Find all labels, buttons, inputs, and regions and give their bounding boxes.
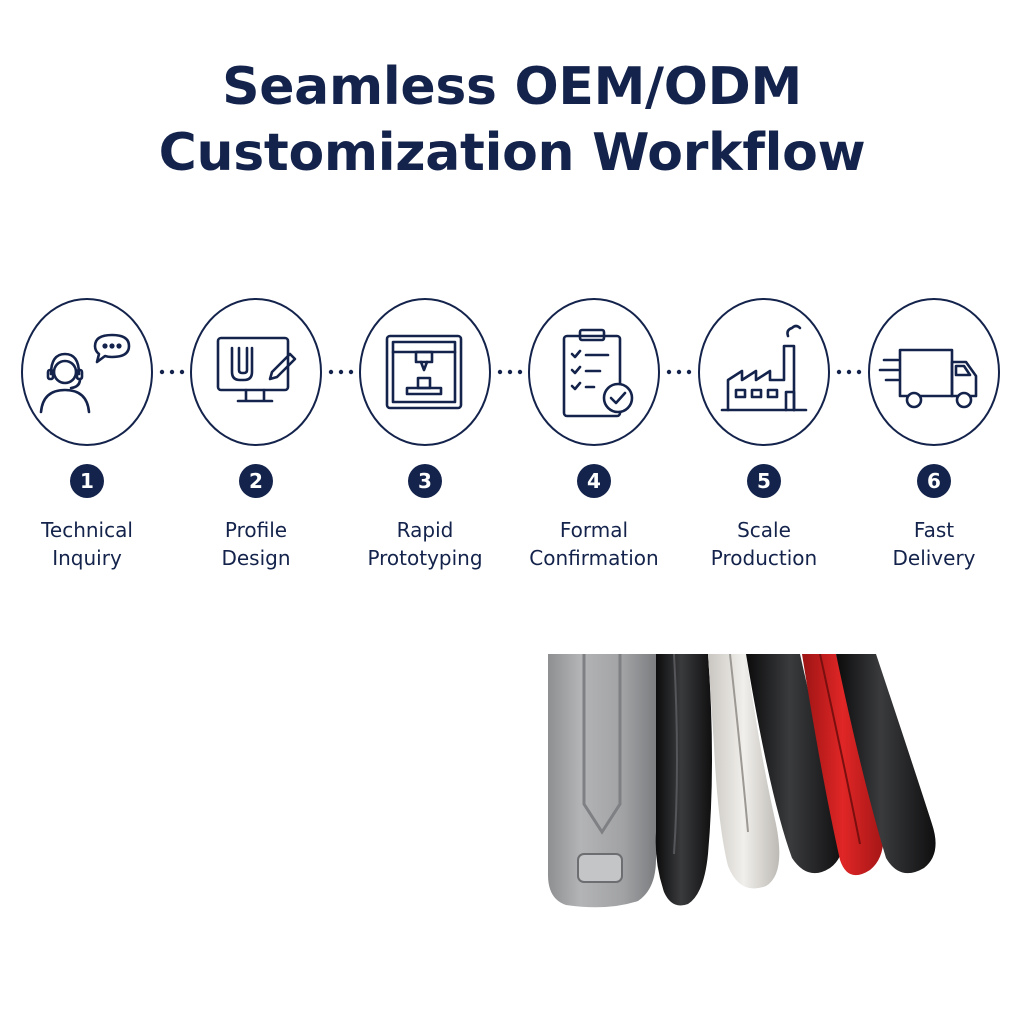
- step-5-circle: [698, 298, 830, 446]
- step-1-label: Technical Inquiry: [41, 518, 133, 570]
- rubber-seal-profiles-image: [548, 654, 936, 908]
- page-title: Seamless OEM/ODM Customization Workflow: [0, 54, 1024, 186]
- step-4-label: Formal Confirmation: [529, 518, 659, 570]
- connector-dots-1-2: [159, 369, 185, 375]
- title-line-1: Seamless OEM/ODM: [222, 57, 802, 117]
- support-agent-icon: [39, 333, 131, 414]
- connector-dots-4-5: [666, 369, 692, 375]
- connector-dots-3-4: [497, 369, 523, 375]
- step-4-badge: 4: [577, 464, 611, 498]
- step-6-circle: [868, 298, 1000, 446]
- 3d-printer-icon: [385, 334, 463, 410]
- step-5-badge: 5: [747, 464, 781, 498]
- step-4-circle: [528, 298, 660, 446]
- step-2-badge: 2: [239, 464, 273, 498]
- step-1-badge: 1: [70, 464, 104, 498]
- cad-design-icon: [216, 336, 297, 403]
- step-6-badge: 6: [917, 464, 951, 498]
- title-line-2: Customization Workflow: [158, 123, 866, 183]
- connector-dots-5-6: [836, 369, 862, 375]
- step-6-label: Fast Delivery: [892, 518, 976, 570]
- clipboard-check-icon: [562, 328, 634, 418]
- step-3-label: Rapid Prototyping: [367, 518, 483, 570]
- step-5-label: Scale Production: [710, 518, 818, 570]
- step-2-circle: [190, 298, 322, 446]
- workflow-steps: 1 Technical Inquiry 2 Profile Design: [0, 298, 1024, 598]
- step-1-circle: [21, 298, 153, 446]
- step-2-label: Profile Design: [221, 518, 291, 570]
- factory-icon: [720, 324, 808, 412]
- step-3-badge: 3: [408, 464, 442, 498]
- delivery-truck-icon: [878, 348, 978, 409]
- connector-dots-2-3: [328, 369, 354, 375]
- step-3-circle: [359, 298, 491, 446]
